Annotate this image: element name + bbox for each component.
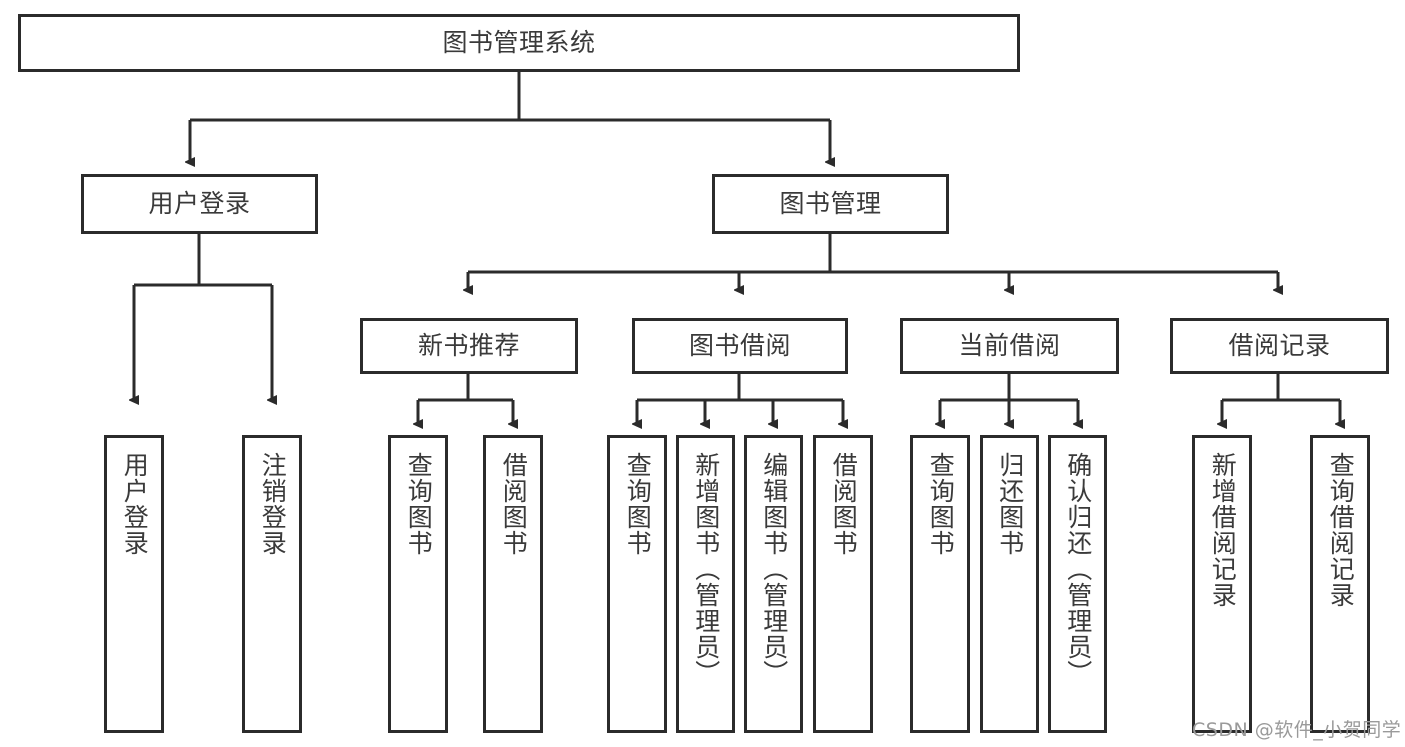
leaf-book-borrow-borrow[interactable]: 借阅图书: [813, 435, 873, 733]
node-borrow-record-label: 借阅记录: [1228, 331, 1331, 361]
node-book-borrow[interactable]: 图书借阅: [632, 318, 848, 374]
leaf-label: 查询借阅记录: [1326, 452, 1356, 608]
leaf-borrow-record-query[interactable]: 查询借阅记录: [1310, 435, 1370, 733]
leaf-borrow-record-add[interactable]: 新增借阅记录: [1192, 435, 1252, 733]
leaf-book-borrow-edit[interactable]: 编辑图书（管理员）: [744, 435, 803, 733]
leaf-new-book-query[interactable]: 查询图书: [388, 435, 448, 733]
leaf-label: 新增图书（管理员）: [691, 452, 721, 686]
leaf-user-login-login[interactable]: 用户登录: [104, 435, 164, 733]
node-new-book-recommend[interactable]: 新书推荐: [360, 318, 578, 374]
leaf-label: 新增借阅记录: [1208, 452, 1238, 608]
node-root-label: 图书管理系统: [442, 28, 596, 58]
leaf-label: 归还图书: [995, 452, 1025, 556]
leaf-label: 借阅图书: [499, 452, 529, 556]
csdn-watermark: CSDN @软件_小贺同学: [1192, 719, 1402, 741]
leaf-label: 确认归还（管理员）: [1063, 452, 1093, 686]
leaf-current-borrow-return[interactable]: 归还图书: [980, 435, 1039, 733]
leaf-book-borrow-add[interactable]: 新增图书（管理员）: [676, 435, 735, 733]
leaf-user-login-logout[interactable]: 注销登录: [242, 435, 302, 733]
node-user-login[interactable]: 用户登录: [81, 174, 318, 234]
node-book-management-label: 图书管理: [779, 189, 882, 219]
leaf-label: 注销登录: [258, 452, 288, 556]
node-current-borrow-label: 当前借阅: [958, 331, 1061, 361]
leaf-book-borrow-query[interactable]: 查询图书: [607, 435, 667, 733]
node-user-login-label: 用户登录: [148, 189, 251, 219]
node-root[interactable]: 图书管理系统: [18, 14, 1020, 72]
leaf-label: 查询图书: [926, 452, 956, 556]
node-book-borrow-label: 图书借阅: [688, 331, 791, 361]
leaf-current-borrow-query[interactable]: 查询图书: [910, 435, 970, 733]
leaf-label: 借阅图书: [829, 452, 859, 556]
node-book-management[interactable]: 图书管理: [712, 174, 949, 234]
leaf-new-book-borrow[interactable]: 借阅图书: [483, 435, 543, 733]
node-current-borrow[interactable]: 当前借阅: [900, 318, 1119, 374]
leaf-label: 查询图书: [404, 452, 434, 556]
node-new-book-recommend-label: 新书推荐: [417, 331, 520, 361]
leaf-label: 编辑图书（管理员）: [759, 452, 789, 686]
leaf-label: 查询图书: [623, 452, 653, 556]
node-borrow-record[interactable]: 借阅记录: [1170, 318, 1389, 374]
leaf-label: 用户登录: [120, 452, 150, 556]
leaf-current-borrow-confirm[interactable]: 确认归还（管理员）: [1048, 435, 1107, 733]
